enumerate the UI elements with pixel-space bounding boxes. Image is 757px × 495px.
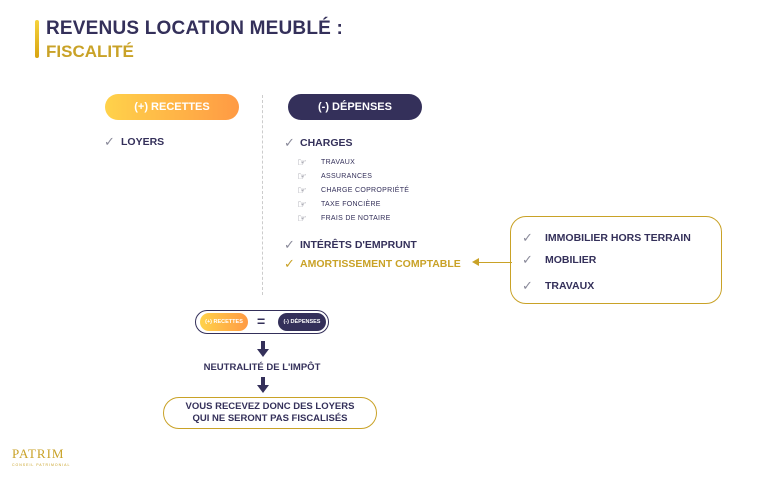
pointing-hand-icon: ☞ (297, 213, 307, 225)
column-divider (262, 95, 263, 295)
equation-recettes-pill: (+) RECETTES (200, 313, 248, 331)
pointing-hand-icon: ☞ (297, 157, 307, 169)
page-subtitle: FISCALITÉ (46, 42, 134, 61)
connector-line (478, 262, 512, 263)
patrim-logo: PATRIM CONSEIL PATRIMONIAL (12, 446, 70, 467)
pointing-hand-icon: ☞ (297, 171, 307, 183)
page-title: REVENUS LOCATION MEUBLÉ : (46, 18, 344, 39)
conclusion-line-1: VOUS RECEVEZ DONC DES LOYERS (185, 401, 355, 412)
checkmark-icon: ✓ (284, 256, 295, 271)
checkmark-icon: ✓ (284, 135, 295, 150)
equals-sign: = (257, 313, 266, 329)
checkmark-icon: ✓ (104, 134, 115, 149)
recettes-item-loyers: LOYERS (121, 136, 165, 148)
depenses-pill: (-) DÉPENSES (288, 94, 422, 120)
checkmark-icon: ✓ (522, 230, 533, 245)
detail-travaux: TRAVAUX (545, 280, 595, 292)
checkmark-icon: ✓ (522, 252, 533, 267)
charges-item-frais-notaire: FRAIS DE NOTAIRE (321, 215, 391, 222)
detail-mobilier: MOBILIER (545, 254, 597, 266)
charges-item-taxe-fonciere: TAXE FONCIÈRE (321, 201, 381, 208)
checkmark-icon: ✓ (522, 278, 533, 293)
neutralite-text: NEUTRALITÉ DE L'IMPÔT (203, 362, 321, 373)
charges-label: CHARGES (300, 137, 353, 149)
conclusion-line-2: QUI NE SERONT PAS FISCALISÉS (192, 413, 348, 424)
arrow-down-icon (257, 341, 269, 357)
checkmark-icon: ✓ (284, 237, 295, 252)
interets-label: INTÉRÊTS D'EMPRUNT (300, 239, 417, 251)
charges-item-travaux: TRAVAUX (321, 159, 356, 166)
detail-immobilier: IMMOBILIER HORS TERRAIN (545, 232, 691, 244)
logo-name: PATRIM (12, 446, 65, 461)
arrow-left-icon (472, 258, 479, 266)
equation-depenses-pill: (-) DÉPENSES (278, 313, 326, 331)
amortissement-details-box (510, 216, 722, 304)
charges-item-assurances: ASSURANCES (321, 173, 373, 180)
arrow-down-icon (257, 377, 269, 393)
pointing-hand-icon: ☞ (297, 199, 307, 211)
title-accent-bar (35, 20, 39, 58)
pointing-hand-icon: ☞ (297, 185, 307, 197)
conclusion-box: VOUS RECEVEZ DONC DES LOYERS QUI NE SERO… (163, 397, 377, 429)
amortissement-label: AMORTISSEMENT COMPTABLE (300, 258, 461, 270)
equation-box (195, 310, 329, 334)
logo-tagline: CONSEIL PATRIMONIAL (12, 463, 71, 467)
recettes-pill: (+) RECETTES (105, 94, 239, 120)
charges-item-copropriete: CHARGE COPROPRIÉTÉ (321, 187, 410, 194)
